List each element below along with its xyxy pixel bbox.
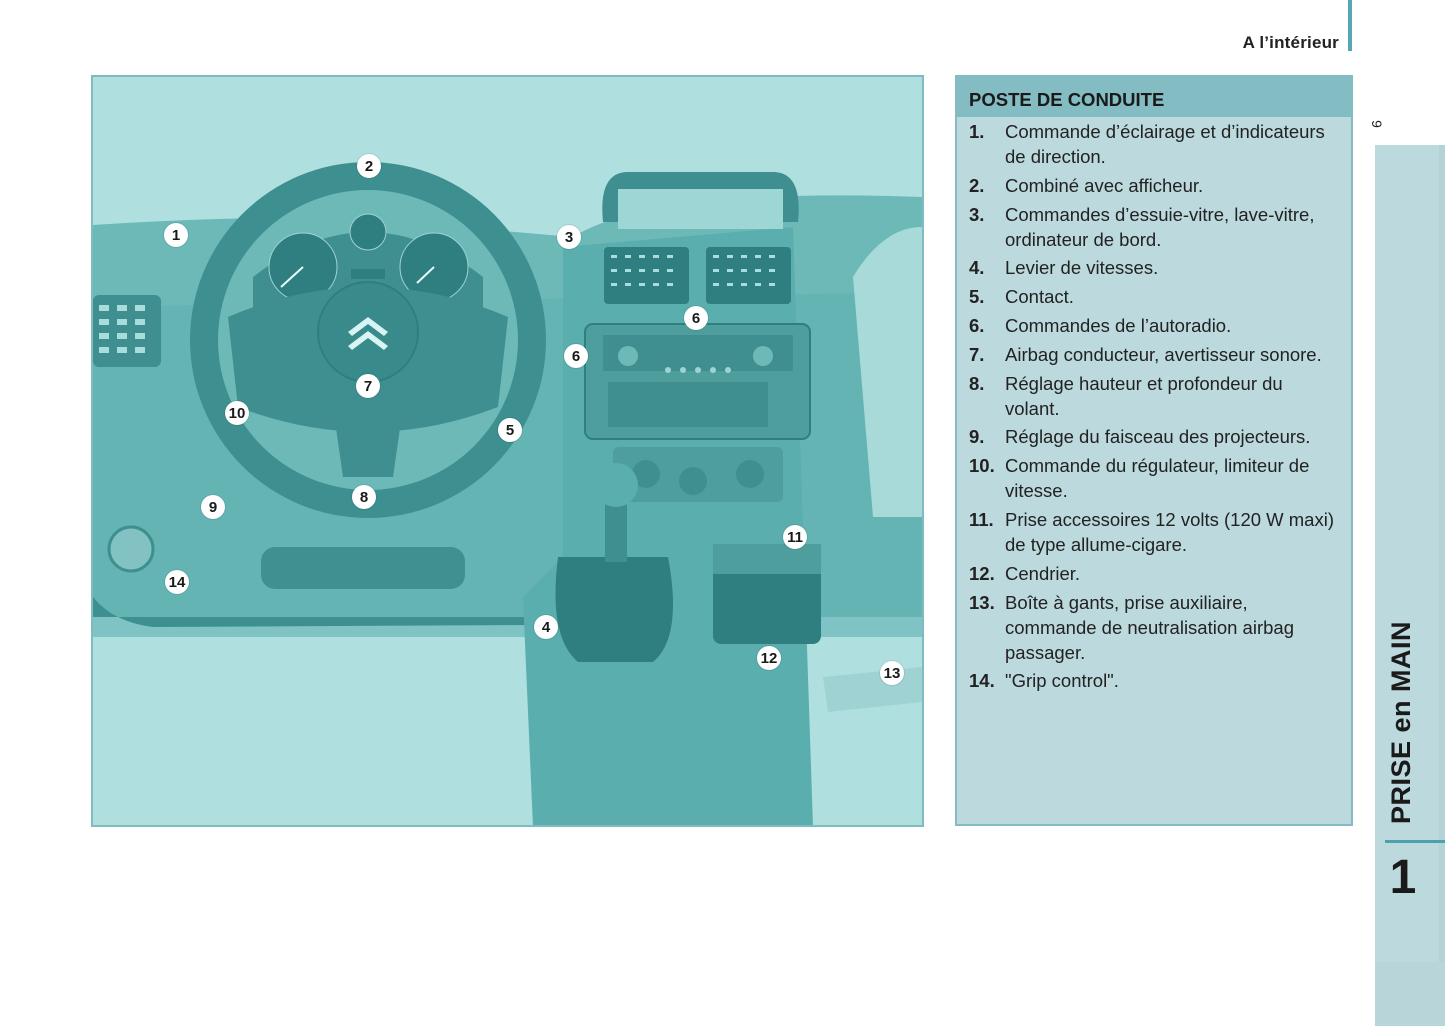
callout-4: 4	[534, 615, 558, 639]
callout-11: 11	[783, 525, 807, 549]
chapter-number: 1	[1389, 851, 1417, 904]
legend-text: Airbag conducteur, avertisseur sonore.	[1005, 343, 1322, 365]
callout-8: 8	[352, 485, 376, 509]
legend-number: 7.	[969, 343, 985, 365]
chapter-tab-shade	[1439, 145, 1445, 1026]
legend-text: Combiné avec afficheur.	[1005, 174, 1204, 196]
callout-13: 13	[880, 661, 904, 685]
legend-number: 14.	[969, 670, 995, 692]
legend-number: 10.	[969, 455, 995, 477]
legend-number: 12.	[969, 562, 995, 584]
legend-item: 12. Cendrier.	[969, 561, 1341, 586]
legend-text: Cendrier.	[1005, 562, 1081, 584]
legend-number: 9.	[969, 426, 985, 448]
legend-number: 1.	[969, 121, 985, 142]
legend-item: 10. Commande du régulateur, limiteur de v…	[969, 453, 1341, 503]
callout-3: 3	[557, 225, 581, 249]
chapter-label: PRISE en MAIN	[1377, 616, 1427, 828]
legend-item: 8. Réglage hauteur et profondeur du volan…	[969, 371, 1341, 421]
legend-item: 13. Boîte à gants, prise auxiliaire, comm…	[969, 590, 1341, 665]
legend-text: Contact.	[1005, 286, 1074, 308]
legend-number: 2.	[969, 174, 985, 196]
callout-5: 5	[498, 418, 522, 442]
dashboard-illustration: 1 2 3 4 5 6 6 7 8 9 10 11 12 13 14	[91, 75, 924, 827]
legend-item: 6. Commandes de l’autoradio.	[969, 313, 1341, 338]
legend-item: 1. Commande d’éclairage et d’indicateurs …	[969, 119, 1341, 169]
chapter-tab-lower	[1375, 962, 1445, 1026]
legend-list: 1. Commande d’éclairage et d’indicateurs …	[957, 117, 1351, 693]
callout-10: 10	[225, 401, 249, 425]
callout-7: 7	[356, 374, 380, 398]
legend-text: Réglage hauteur et profondeur du volant.	[1005, 372, 1283, 419]
dashboard-drawing	[93, 162, 922, 825]
callout-12: 12	[757, 646, 781, 670]
legend-number: 8.	[969, 372, 985, 394]
legend-text: Levier de vitesses.	[1005, 257, 1159, 279]
legend-number: 13.	[969, 591, 995, 613]
legend-item: 14. "Grip control".	[969, 668, 1341, 693]
callout-6-radio: 6	[684, 306, 708, 330]
callout-2: 2	[357, 154, 381, 178]
legend-text: Prise accessoires 12 volts (120 W maxi) …	[1005, 508, 1334, 555]
legend-title: POSTE DE CONDUITE	[957, 77, 1351, 117]
callout-6-wheel: 6	[564, 344, 588, 368]
legend-item: 4. Levier de vitesses.	[969, 255, 1341, 280]
legend-number: 11.	[969, 508, 994, 530]
section-rule	[1348, 0, 1352, 51]
legend-number: 5.	[969, 286, 985, 308]
legend-text: "Grip control".	[1005, 670, 1119, 692]
callout-1: 1	[164, 223, 188, 247]
legend-number: 4.	[969, 257, 985, 279]
chapter-label-text: PRISE en MAIN	[1386, 620, 1417, 824]
legend-number: 3.	[969, 203, 985, 225]
legend-item: 5. Contact.	[969, 284, 1341, 309]
legend-text: Commande du régulateur, limiteur de vite…	[1005, 455, 1310, 502]
legend-text: Boîte à gants, prise auxiliaire, command…	[1005, 591, 1294, 663]
legend-item: 3. Commandes d’essuie-vitre, lave-vitre, …	[969, 202, 1341, 252]
page-number: 9	[1368, 120, 1385, 128]
legend-text: Réglage du faisceau des projecteurs.	[1005, 426, 1311, 448]
chapter-rule	[1385, 840, 1445, 843]
chapter-tab[interactable]	[1375, 145, 1445, 1026]
legend-text: Commandes d’essuie-vitre, lave-vitre, or…	[1005, 203, 1315, 250]
legend-item: 9. Réglage du faisceau des projecteurs.	[969, 424, 1341, 449]
legend-item: 7. Airbag conducteur, avertisseur sonore.	[969, 342, 1341, 367]
legend-panel: POSTE DE CONDUITE 1. Commande d’éclairage…	[955, 75, 1353, 826]
legend-item: 2. Combiné avec afficheur.	[969, 173, 1341, 198]
callout-9: 9	[201, 495, 225, 519]
callout-14: 14	[165, 570, 189, 594]
legend-text: Commandes de l’autoradio.	[1005, 314, 1232, 336]
section-title: A l’intérieur	[1242, 33, 1339, 52]
legend-text: Commande d’éclairage et d’indicateurs de…	[1005, 121, 1325, 167]
legend-number: 6.	[969, 314, 985, 336]
legend-item: 11. Prise accessoires 12 volts (120 W max…	[969, 507, 1341, 557]
